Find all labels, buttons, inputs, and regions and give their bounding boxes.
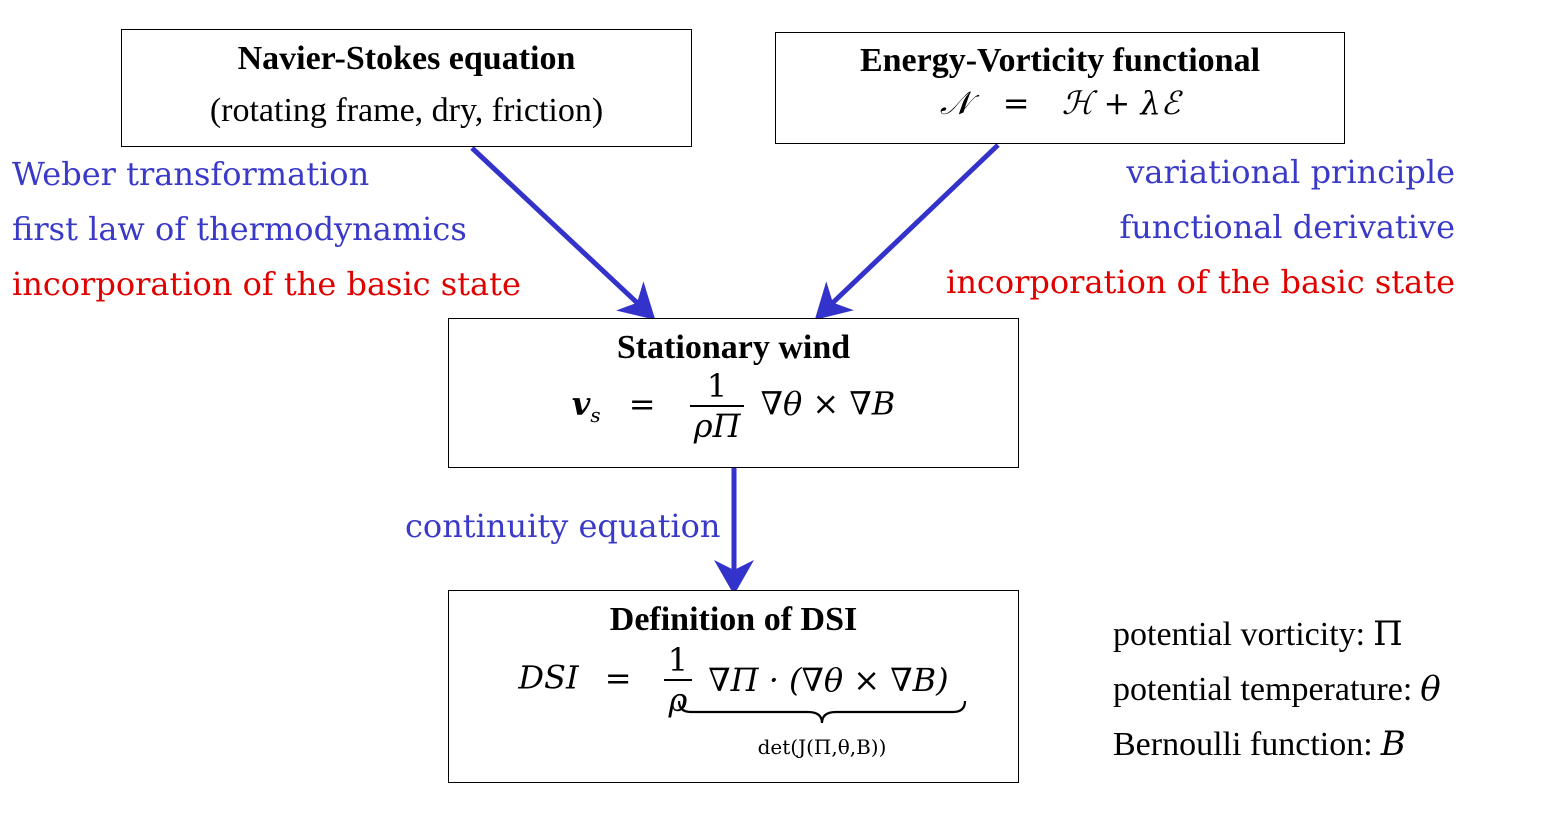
energy-vorticity-box: Energy-Vorticity functional 𝒩 = ℋ + λℰ bbox=[775, 32, 1345, 144]
eq-functional-n: 𝒩 bbox=[939, 84, 971, 122]
label-basic-state-right: incorporation of the basic state bbox=[946, 263, 1455, 301]
eq-h-plus-lambda-e: ℋ + λℰ bbox=[1061, 84, 1181, 122]
eq-dsi: DSI bbox=[518, 658, 579, 697]
navier-stokes-box: Navier-Stokes equation (rotating frame, … bbox=[121, 29, 692, 147]
label-functional-derivative: functional derivative bbox=[1119, 208, 1455, 246]
arrow-navier-to-wind bbox=[470, 146, 656, 320]
eq-equals: = bbox=[628, 384, 656, 423]
energy-vorticity-equation: 𝒩 = ℋ + λℰ bbox=[776, 84, 1344, 123]
eq-determinant-expression: ∇Π · (∇θ × ∇B) bbox=[708, 661, 949, 699]
underbrace-label: det(J(Π,θ,B)) bbox=[757, 735, 887, 759]
eq-velocity-subscript: s bbox=[590, 402, 601, 427]
stationary-wind-title: Stationary wind bbox=[616, 329, 851, 366]
eq-underbrace-group: ∇Π · (∇θ × ∇B) bbox=[708, 661, 948, 699]
stationary-wind-box: Stationary wind vs = 1 ρΠ ∇θ × ∇B bbox=[448, 318, 1019, 468]
energy-vorticity-title: Energy-Vorticity functional bbox=[859, 42, 1261, 79]
label-first-law: first law of thermodynamics bbox=[12, 210, 467, 248]
dsi-title: Definition of DSI bbox=[609, 601, 858, 638]
navier-stokes-title: Navier-Stokes equation bbox=[237, 40, 576, 77]
eq-fraction-numerator: 1 bbox=[667, 641, 689, 679]
eq-velocity: v bbox=[571, 384, 591, 423]
legend-pv-symbol: Π bbox=[1373, 614, 1403, 654]
underbrace bbox=[677, 700, 967, 724]
label-continuity-equation: continuity equation bbox=[405, 507, 721, 545]
legend-pv-label: potential vorticity: bbox=[1113, 616, 1366, 653]
legend-pt-symbol: θ bbox=[1420, 669, 1441, 709]
eq-gradient-cross: ∇θ × ∇B bbox=[760, 384, 896, 423]
eq-equals: = bbox=[604, 658, 632, 697]
legend-bernoulli-function: Bernoulli function:B bbox=[1113, 727, 1406, 762]
eq-equals: = bbox=[1002, 84, 1030, 122]
legend-pt-label: potential temperature: bbox=[1113, 671, 1413, 708]
label-variational-principle: variational principle bbox=[1126, 153, 1455, 191]
stationary-wind-equation: vs = 1 ρΠ ∇θ × ∇B bbox=[449, 367, 1018, 445]
legend-bf-symbol: B bbox=[1380, 724, 1406, 764]
legend-bf-label: Bernoulli function: bbox=[1113, 726, 1373, 763]
label-basic-state-left: incorporation of the basic state bbox=[12, 265, 521, 303]
arrow-energy-to-wind bbox=[814, 143, 1000, 320]
label-weber-transformation: Weber transformation bbox=[12, 155, 370, 193]
eq-fraction-numerator: 1 bbox=[706, 367, 728, 405]
dsi-box: Definition of DSI DSI = 1 ρ ∇Π · (∇θ × ∇… bbox=[448, 590, 1019, 783]
eq-fraction-denominator: ρΠ bbox=[689, 405, 745, 445]
eq-fraction: 1 ρΠ bbox=[689, 367, 745, 445]
legend-potential-temperature: potential temperature:θ bbox=[1113, 672, 1441, 707]
legend-potential-vorticity: potential vorticity:Π bbox=[1113, 617, 1403, 652]
navier-stokes-subtitle: (rotating frame, dry, friction) bbox=[209, 92, 604, 129]
